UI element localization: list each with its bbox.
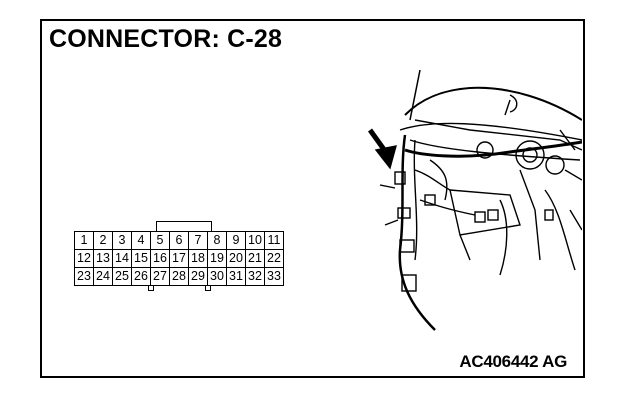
- connector-pin: 8: [207, 231, 227, 250]
- connector-pin: 12: [74, 249, 94, 268]
- connector-pin: 4: [131, 231, 151, 250]
- connector-pin: 28: [169, 267, 189, 286]
- connector-pin: 27: [150, 267, 170, 286]
- connector-key-tab: [156, 221, 212, 231]
- connector-pin: 16: [150, 249, 170, 268]
- connector-pin: 2: [93, 231, 113, 250]
- connector-pin: 29: [188, 267, 208, 286]
- arrow-down-right-icon: [374, 145, 397, 170]
- connector-pin: 33: [264, 267, 284, 286]
- connector-pin: 9: [226, 231, 246, 250]
- connector-pin: 25: [112, 267, 132, 286]
- connector-pin: 14: [112, 249, 132, 268]
- connector-pin: 32: [245, 267, 265, 286]
- connector-pin: 1: [74, 231, 94, 250]
- connector-pin: 15: [131, 249, 151, 268]
- connector-pin: 22: [264, 249, 284, 268]
- connector-latch-left: [148, 286, 154, 291]
- connector-title: CONNECTOR: C-28: [49, 25, 283, 53]
- connector-pin: 19: [207, 249, 227, 268]
- connector-pin: 31: [226, 267, 246, 286]
- connector-pin: 6: [169, 231, 189, 250]
- connector-pin: 7: [188, 231, 208, 250]
- figure-code: AC406442 AG: [459, 352, 567, 371]
- connector-pin: 20: [226, 249, 246, 268]
- connector-pin: 21: [245, 249, 265, 268]
- connector-pin: 10: [245, 231, 265, 250]
- connector-pin: 5: [150, 231, 170, 250]
- connector-pin: 18: [188, 249, 208, 268]
- diagram-frame: [40, 19, 585, 378]
- connector-pin: 13: [93, 249, 113, 268]
- dashboard-harness-illustration: [367, 69, 582, 331]
- connector-pin: 3: [112, 231, 132, 250]
- connector-pin: 26: [131, 267, 151, 286]
- connector-latch-right: [205, 286, 211, 291]
- connector-pin: 24: [93, 267, 113, 286]
- connector-pin: 23: [74, 267, 94, 286]
- connector-pin: 11: [264, 231, 284, 250]
- connector-pin: 30: [207, 267, 227, 286]
- connector-pin: 17: [169, 249, 189, 268]
